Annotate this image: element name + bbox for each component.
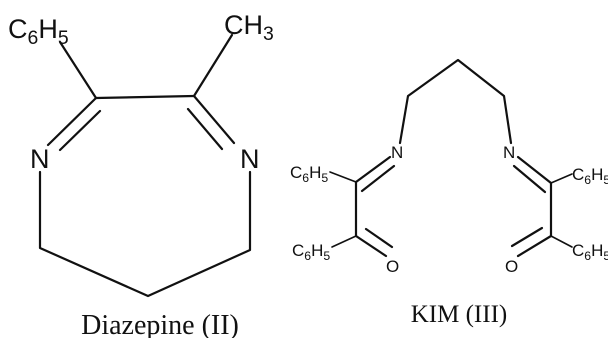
diazepine-cn-right-double xyxy=(186,107,224,151)
diazepine-phenyl-label: C6H5 xyxy=(8,14,69,49)
kim-caption: KIM (III) xyxy=(411,301,507,328)
diazepine-nitrogen-left: N xyxy=(30,144,50,174)
kim-phenyl-lower-right-bond xyxy=(550,235,573,248)
kim-cn-right-double xyxy=(512,164,547,194)
kim-oxygen-right: O xyxy=(505,257,518,276)
kim-co-right-double xyxy=(510,226,544,248)
kim-cn-left-bond xyxy=(354,155,392,184)
kim-phenyl-upper-right-bond xyxy=(550,173,573,184)
diazepine-cn-right-bond xyxy=(192,94,236,145)
kim-nitrogen-right: N xyxy=(503,143,515,162)
kim-co-left-bond xyxy=(354,234,388,258)
kim-nitrogen-left: N xyxy=(391,143,403,162)
kim-oxygen-left: O xyxy=(386,257,399,276)
kim-phenyl-lower-left-bond xyxy=(331,235,357,248)
diazepine-nitrogen-right: N xyxy=(240,144,260,174)
kim-phenyl-upper-left-bond xyxy=(329,171,357,183)
kim-phenyl-upper-left-label: C6H5 xyxy=(290,163,328,185)
kim-cn-right-bond xyxy=(516,155,553,185)
diazepine-ring-chain xyxy=(38,170,252,298)
kim-phenyl-lower-left-label: C6H5 xyxy=(292,241,330,263)
diazepine-caption: Diazepine (II) xyxy=(81,310,239,338)
kim-phenyl-lower-right-label: C6H5 xyxy=(572,241,608,263)
diazepine-methyl-label: CH3 xyxy=(224,10,274,45)
kim-structure: N N C6H5 C6H5 C6H5 C6H5 O O KIM (III) xyxy=(290,58,608,328)
kim-bridge-chain xyxy=(398,58,513,145)
diazepine-structure: C6H5 CH3 N N Diazepine (II) xyxy=(8,10,274,338)
diazepine-methyl-bond xyxy=(192,33,234,98)
kim-phenyl-upper-right-label: C6H5 xyxy=(572,165,608,187)
kim-co-right-bond xyxy=(516,234,553,258)
kim-co-left-double xyxy=(364,227,394,249)
diazepine-cn-left-bond xyxy=(46,96,98,147)
diazepine-cn-left-double xyxy=(58,109,102,152)
kim-cn-left-double xyxy=(360,164,396,193)
diazepine-cc-bond xyxy=(94,94,196,100)
diazepine-phenyl-bond xyxy=(58,40,98,100)
